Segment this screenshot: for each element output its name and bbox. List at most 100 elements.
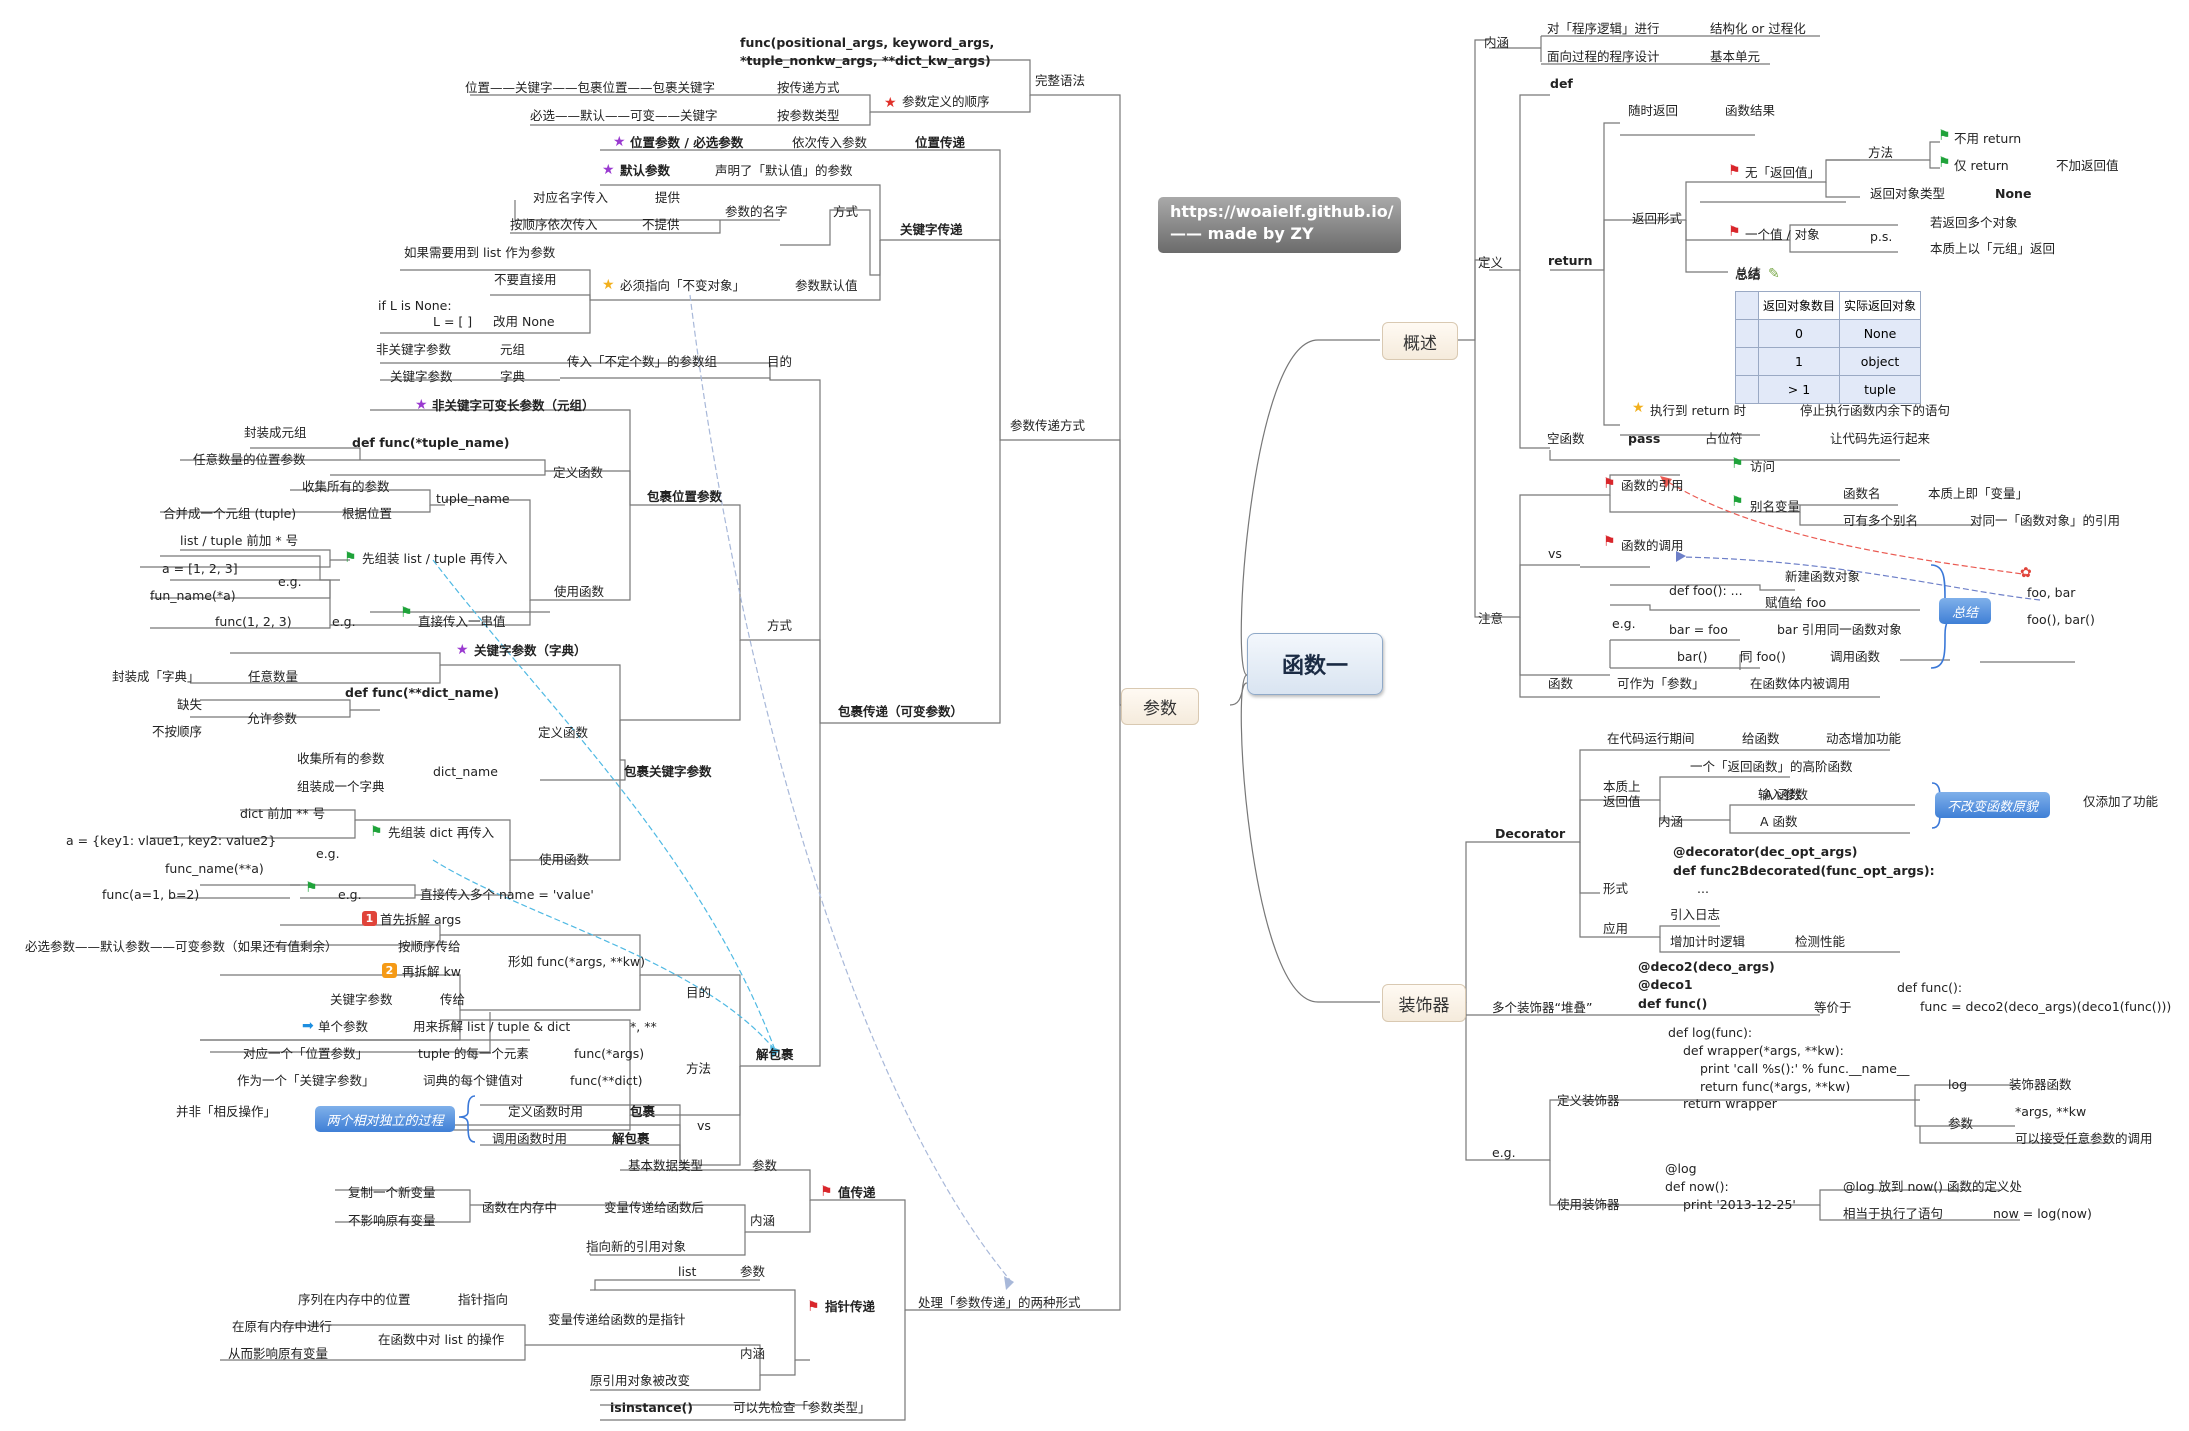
node-label[interactable]: 检测性能 xyxy=(1795,934,1846,949)
node-label[interactable]: 执行到 return 时 xyxy=(1650,403,1747,418)
node-label[interactable]: 包裹位置参数 xyxy=(647,489,723,504)
node-label[interactable]: pass xyxy=(1628,431,1661,446)
node-label[interactable]: 值传递 xyxy=(838,1185,876,1200)
node-label[interactable]: 空函数 xyxy=(1547,431,1585,446)
node-label[interactable]: 位置参数 / 必选参数 xyxy=(630,135,744,150)
node-label[interactable]: 定义函数 xyxy=(538,725,589,740)
node-label[interactable]: @deco2(deco_args) xyxy=(1638,959,1775,974)
node-label[interactable]: 封装成「字典」 xyxy=(112,669,200,684)
node-label[interactable]: 解包裹 xyxy=(612,1131,650,1146)
node-label[interactable]: vs xyxy=(1548,546,1562,561)
node-label[interactable]: 完整语法 xyxy=(1035,73,1086,88)
node-label[interactable]: tuple 的每一个元素 xyxy=(418,1046,529,1061)
node-label[interactable]: 结构化 or 过程化 xyxy=(1710,21,1806,36)
node-label[interactable]: 定义函数时用 xyxy=(508,1104,584,1119)
node-label[interactable]: def xyxy=(1550,76,1573,91)
node-label[interactable]: 序列在内存中的位置 xyxy=(298,1292,411,1307)
node-label[interactable]: 收集所有的参数 xyxy=(302,479,390,494)
node-label[interactable]: 返回对象类型 xyxy=(1870,186,1946,201)
node-label[interactable]: A 函数 xyxy=(1760,814,1798,829)
node-label[interactable]: 依次传入参数 xyxy=(792,135,868,150)
node-label[interactable]: 关键字参数 xyxy=(330,992,393,1007)
node-label[interactable]: 返回形式 xyxy=(1632,211,1683,226)
node-label[interactable]: 变量传递给函数的是指针 xyxy=(548,1312,686,1327)
node-label[interactable]: def log(func): xyxy=(1668,1025,1753,1040)
node-label[interactable]: Decorator xyxy=(1495,826,1566,841)
node-label[interactable]: 新建函数对象 xyxy=(1785,569,1861,584)
node-label[interactable]: 仅 return xyxy=(1954,158,2009,173)
node-label[interactable]: func(a=1, b=2) xyxy=(102,887,200,902)
node-label[interactable]: bar = foo xyxy=(1669,622,1728,637)
node-label[interactable]: 使用函数 xyxy=(554,584,605,599)
node-label[interactable]: 包裹关键字参数 xyxy=(624,764,712,779)
node-label[interactable]: 合并成一个元组 (tuple) xyxy=(163,506,297,521)
node-label[interactable]: 在原有内存中进行 xyxy=(232,1319,333,1334)
node-label[interactable]: 收集所有的参数 xyxy=(297,751,385,766)
node-label[interactable]: def func(*tuple_name) xyxy=(352,435,510,450)
node-label[interactable]: func_name(**a) xyxy=(165,861,264,876)
node-label[interactable]: 参数 xyxy=(752,1158,778,1173)
node-label[interactable]: 按参数类型 xyxy=(777,108,840,123)
node-label[interactable]: 对「程序逻辑」进行 xyxy=(1547,21,1660,36)
node-label[interactable]: 可作为「参数」 xyxy=(1617,676,1705,691)
node-label[interactable]: 词典的每个键值对 xyxy=(423,1073,524,1088)
node-label[interactable]: 目的 xyxy=(767,354,793,369)
node-label[interactable]: return wrapper xyxy=(1683,1096,1777,1111)
node-label[interactable]: 改用 None xyxy=(493,314,555,329)
node-label[interactable]: 内涵 xyxy=(750,1213,776,1228)
node-label[interactable]: tuple_name xyxy=(436,491,510,506)
node-label[interactable]: 单个参数 xyxy=(318,1019,369,1034)
node-label[interactable]: 使用装饰器 xyxy=(1557,1197,1620,1212)
node-label[interactable]: 方法 xyxy=(1868,145,1894,160)
node-label[interactable]: 传入「不定个数」的参数组 xyxy=(567,354,718,369)
node-label[interactable]: 元组 xyxy=(500,342,526,357)
node-label[interactable]: 变量传递给函数后 xyxy=(604,1200,705,1215)
node-label[interactable]: func(**dict) xyxy=(570,1073,643,1088)
node-label[interactable]: 方式 xyxy=(767,618,793,633)
node-label[interactable]: 在函数中对 list 的操作 xyxy=(378,1332,505,1347)
node-label[interactable]: 函数结果 xyxy=(1725,103,1776,118)
node-label[interactable]: 总结 xyxy=(1735,267,1761,282)
node-label[interactable]: 函数 xyxy=(1548,676,1574,691)
node-label[interactable]: 封装成元组 xyxy=(244,425,307,440)
node-label[interactable]: 访问 xyxy=(1750,459,1776,474)
node-label[interactable]: 一个「返回函数」的高阶函数 xyxy=(1690,759,1853,774)
node-label[interactable]: log xyxy=(1948,1077,1968,1092)
node-label[interactable]: e.g. xyxy=(316,846,340,861)
node-label[interactable]: 形如 func(*args, **kw) xyxy=(508,954,646,969)
node-label[interactable]: 输入参数 xyxy=(1758,787,1809,802)
node-label[interactable]: 使用函数 xyxy=(539,852,590,867)
node-label[interactable]: 函数在内存中 xyxy=(482,1200,558,1215)
node-label[interactable]: dict 前加 ** 号 xyxy=(240,806,326,821)
node-label[interactable]: 随时返回 xyxy=(1628,103,1679,118)
node-label[interactable]: A 函数 xyxy=(1764,787,1802,802)
node-label[interactable]: func = deco2(deco_args)(deco1(func())) xyxy=(1920,999,2172,1014)
node-label[interactable]: 仅添加了功能 xyxy=(2083,794,2159,809)
node-label[interactable]: 关键字传递 xyxy=(900,222,963,237)
node-label[interactable]: 调用函数 xyxy=(1830,649,1881,664)
node-label[interactable]: fun_name(*a) xyxy=(150,588,236,603)
node-label[interactable]: def now(): xyxy=(1665,1179,1729,1194)
node-label[interactable]: 关键字参数 xyxy=(390,369,453,384)
node-label[interactable]: e.g. xyxy=(1612,616,1636,631)
node-label[interactable]: 根据位置 xyxy=(342,506,393,521)
node-label[interactable]: p.s. xyxy=(1870,229,1893,244)
node-label[interactable]: 任意数量的位置参数 xyxy=(193,452,306,467)
node-label[interactable]: 内涵 xyxy=(1658,814,1684,829)
node-label[interactable]: 缺失 xyxy=(177,697,203,712)
node-label[interactable]: 面向过程的程序设计 xyxy=(1547,49,1660,64)
node-label[interactable]: 不按顺序 xyxy=(152,724,203,739)
node-label[interactable]: 处理「参数传递」的两种形式 xyxy=(918,1295,1081,1310)
node-label[interactable]: 方法 xyxy=(686,1061,712,1076)
node-label[interactable]: *tuple_nonkw_args, **dict_kw_args) xyxy=(740,53,991,68)
node-label[interactable]: 从而影响原有变量 xyxy=(228,1346,329,1361)
node-label[interactable]: None xyxy=(1995,186,2032,201)
node-label[interactable]: 定义 xyxy=(1478,255,1504,270)
node-label[interactable]: 等价于 xyxy=(1814,1000,1852,1015)
node-label[interactable]: 方式 xyxy=(833,204,859,219)
node-label[interactable]: 按顺序依次传入 xyxy=(510,217,598,232)
node-label[interactable]: 必选——默认——可变——关键字 xyxy=(530,108,718,123)
node-label[interactable]: dict_name xyxy=(433,764,498,779)
node-label[interactable]: 让代码先运行起来 xyxy=(1830,431,1931,446)
node-label[interactable]: 允许参数 xyxy=(247,711,298,726)
